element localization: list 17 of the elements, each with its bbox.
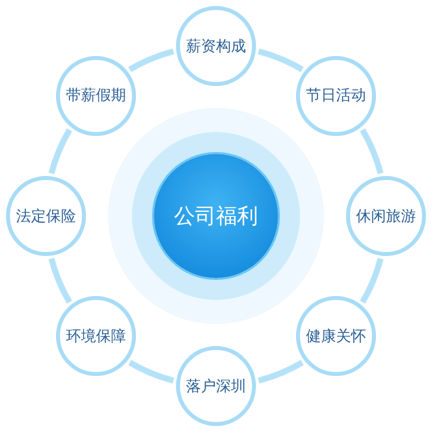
ring-connector — [360, 258, 384, 304]
ring-connector — [128, 360, 174, 384]
ring-connector — [48, 128, 72, 174]
ring-connector — [258, 48, 304, 72]
node-label: 带薪假期 — [66, 86, 126, 106]
node-label: 节日活动 — [306, 86, 366, 106]
ring-connector — [360, 128, 384, 174]
ring-connector — [128, 48, 174, 72]
node-label: 健康关怀 — [306, 326, 366, 346]
ring-connector — [48, 258, 72, 304]
ring-connector — [258, 360, 304, 384]
node-label: 环境保障 — [66, 326, 126, 346]
node-label: 落户深圳 — [186, 376, 246, 396]
node-label: 法定保险 — [16, 206, 76, 226]
node-label: 公司福利 — [174, 203, 258, 230]
node-label: 薪资构成 — [186, 36, 246, 56]
node-label: 休闲旅游 — [356, 206, 416, 226]
